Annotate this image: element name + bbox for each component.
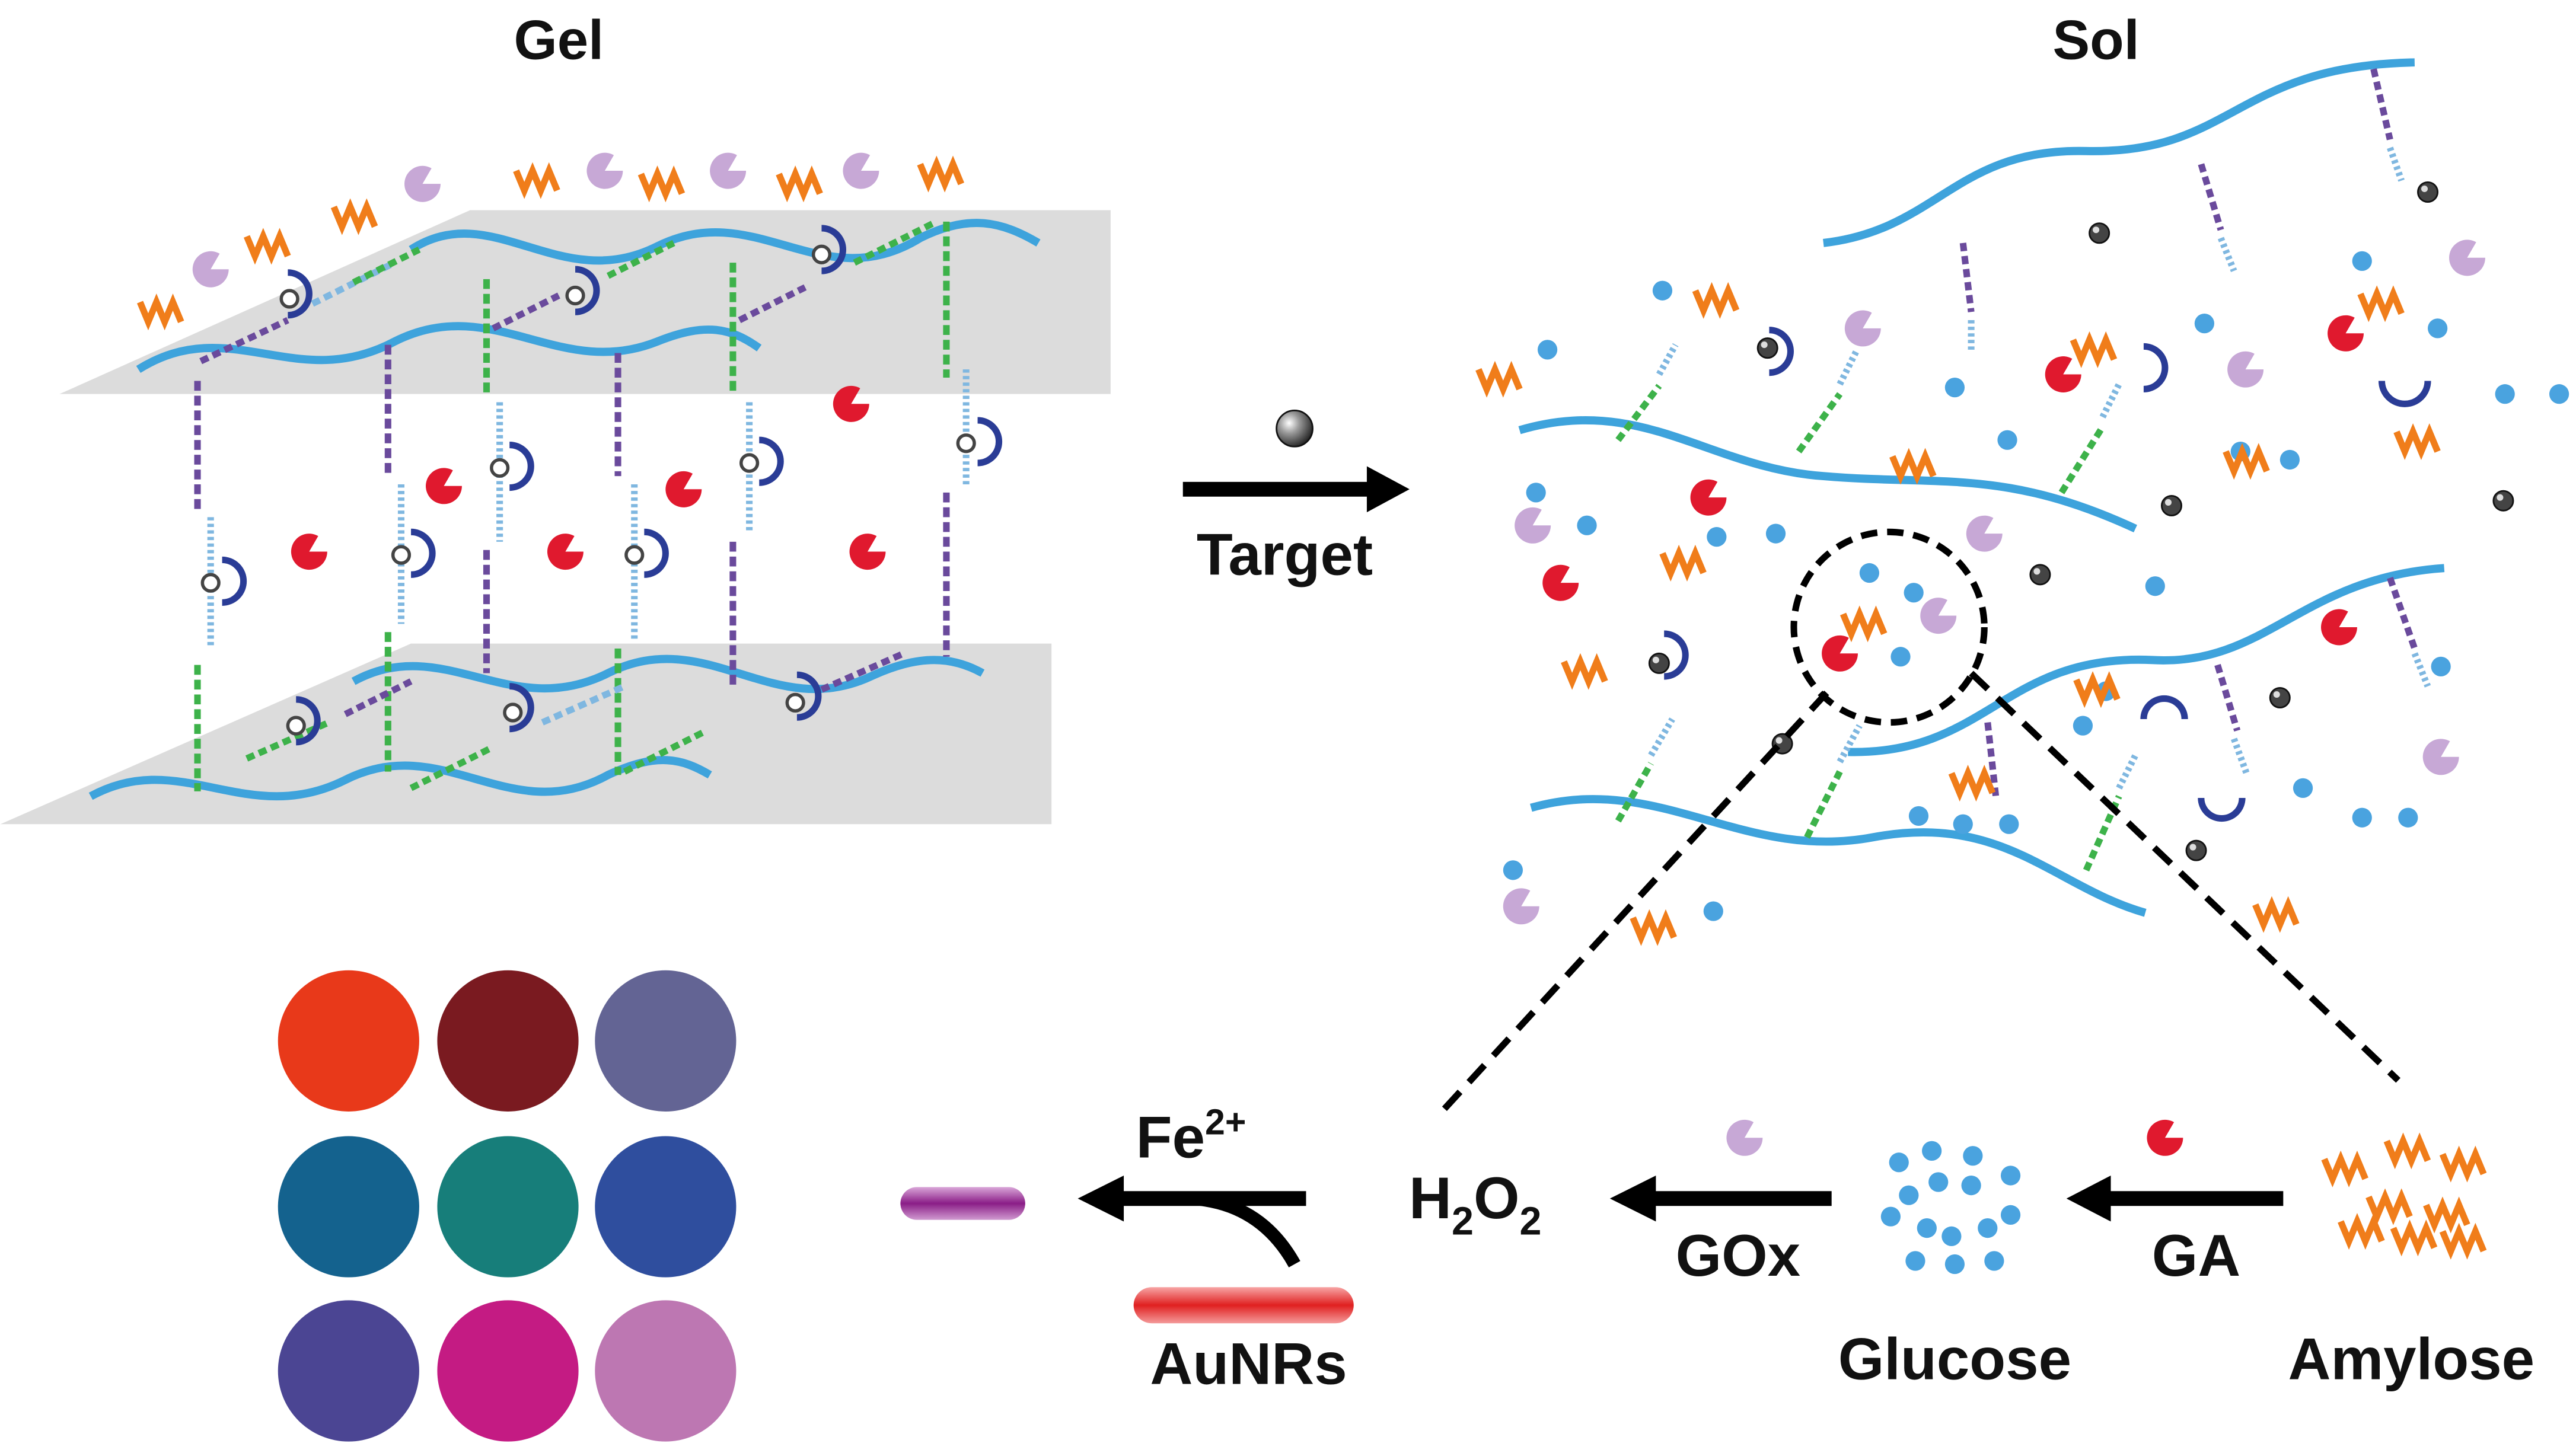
ga-arrow-icon xyxy=(2066,1175,2111,1222)
zoom-line-left xyxy=(1434,690,1829,1119)
fe-label: Fe2+ xyxy=(1136,1102,1246,1171)
gel-top-plane xyxy=(59,210,1111,394)
glucoamylase-icon xyxy=(2147,1119,2183,1156)
zoom-circle xyxy=(1790,528,1988,726)
target-label: Target xyxy=(1197,522,1373,587)
gel-title: Gel xyxy=(514,9,604,71)
palette-swatch-royal-blue xyxy=(595,1136,737,1278)
glucose-label: Glucose xyxy=(1838,1326,2071,1392)
fe-arrow: Fe2+ xyxy=(1077,1102,1306,1267)
ga-label: GA xyxy=(2152,1223,2241,1289)
gox-arrow: GOx xyxy=(1609,1119,1832,1289)
ga-arrow: GA xyxy=(2066,1119,2284,1289)
palette-swatch-orchid xyxy=(595,1300,737,1442)
target-arrow-icon xyxy=(1366,466,1410,513)
gel-aptamer-complexes xyxy=(200,228,999,742)
aunr-rod-red xyxy=(1133,1287,1354,1324)
gel-network xyxy=(0,152,1111,825)
fe-arrow-icon xyxy=(1077,1175,1124,1222)
sol-targets xyxy=(1648,181,2514,861)
zoom-line-right xyxy=(1969,670,2400,1083)
sol-title: Sol xyxy=(2052,9,2139,71)
gox-arrow-icon xyxy=(1609,1175,1656,1222)
glucose-oxidase-icon xyxy=(1726,1119,1763,1156)
gox-label: GOx xyxy=(1676,1223,1801,1289)
gel-glucoamylase xyxy=(291,385,886,570)
palette-swatch-indigo xyxy=(278,1300,419,1442)
color-palette xyxy=(278,970,737,1442)
sol-network xyxy=(1434,58,2569,1119)
palette-swatch-magenta xyxy=(437,1300,579,1442)
amylose-cluster xyxy=(2325,1141,2484,1251)
palette-swatch-red-orange xyxy=(278,970,419,1112)
glucose-cluster xyxy=(1880,1141,2021,1275)
gel-top-strand-back xyxy=(409,219,1041,265)
palette-swatch-slate-violet xyxy=(595,970,737,1112)
amylose-label: Amylose xyxy=(2288,1326,2535,1392)
sol-glucose xyxy=(1503,251,2569,921)
h2o2-label: H2O2 xyxy=(1409,1165,1541,1244)
palette-swatch-teal-green xyxy=(437,1136,579,1278)
sol-free-aptamers xyxy=(1664,330,2431,822)
gel-bottom-strand-back xyxy=(351,654,985,694)
palette-swatch-teal-blue xyxy=(278,1136,419,1278)
palette-swatch-dark-red xyxy=(437,970,579,1112)
gel-top-strand-front xyxy=(136,322,762,373)
target-sphere-icon xyxy=(1276,409,1313,448)
etched-rod-purple xyxy=(900,1187,1025,1220)
aunrs-label: AuNRs xyxy=(1150,1331,1347,1397)
target-reaction: Target xyxy=(1182,409,1410,587)
